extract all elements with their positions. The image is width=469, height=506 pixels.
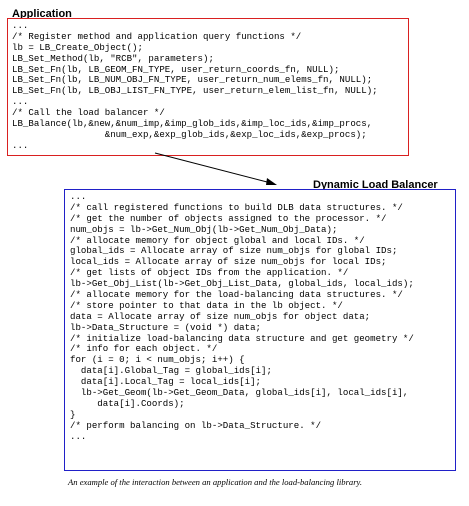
code-line: /* allocate memory for object global and… [70, 234, 365, 246]
application-code: .../* Register method and application qu… [12, 20, 378, 152]
code-line: /* allocate memory for the load-balancin… [70, 289, 403, 301]
code-line: lb = LB_Create_Object(); [12, 41, 143, 53]
code-line: lb->Get_Obj_List(lb->Get_Obj_List_Data, … [70, 278, 414, 290]
code-line: /* get lists of object IDs from the appl… [70, 267, 349, 279]
code-line: global_ids = Allocate array of size num_… [70, 245, 398, 257]
code-line: data[i].Local_Tag = local_ids[i]; [70, 376, 261, 388]
code-line: num_objs = lb->Get_Num_Obj(lb->Get_Num_O… [70, 223, 338, 235]
code-line: /* Call the load balancer */ [12, 107, 165, 119]
code-line: LB_Set_Fn(lb, LB_NUM_OBJ_FN_TYPE, user_r… [12, 74, 373, 86]
code-line: lb->Data_Structure = (void *) data; [70, 321, 261, 333]
arrow-head [266, 178, 277, 185]
code-line: ... [12, 20, 29, 31]
application-title: Application [12, 8, 72, 20]
code-line: } [70, 408, 76, 420]
code-line: data[i].Coords); [70, 397, 185, 409]
code-line: for (i = 0; i < num_objs; i++) { [70, 354, 245, 366]
code-line: /* store pointer to that data in the lb … [70, 299, 343, 311]
code-line: /* initialize load-balancing data struct… [70, 332, 414, 344]
code-line: /* info for each object. */ [70, 343, 218, 355]
code-line: /* get the number of objects assigned to… [70, 212, 387, 224]
figure-caption: An example of the interaction between an… [68, 477, 363, 487]
code-line: data[i].Global_Tag = global_ids[i]; [70, 365, 272, 377]
code-line: ... [70, 430, 87, 442]
load-balancer-title: Dynamic Load Balancer [313, 179, 438, 191]
code-line: ... [12, 96, 29, 108]
load-balancer-code: .../* call registered functions to build… [70, 191, 414, 442]
code-line: /* Register method and application query… [12, 30, 302, 42]
code-line: data = Allocate array of size num_objs f… [70, 310, 371, 322]
code-line: &num_exp,&exp_glob_ids,&exp_loc_ids,&exp… [12, 128, 367, 140]
code-line: LB_Set_Method(lb, "RCB", parameters); [12, 52, 214, 64]
load-balancer-box: .../* call registered functions to build… [64, 189, 456, 471]
code-line: ... [12, 139, 29, 151]
code-line: local_ids = Allocate array of size num_o… [70, 256, 387, 268]
code-line: LB_Set_Fn(lb, LB_OBJ_LIST_FN_TYPE, user_… [12, 85, 378, 97]
code-line: /* call registered functions to build DL… [70, 201, 403, 213]
arrow-shaft [154, 152, 272, 184]
code-line: LB_Balance(lb,&new,&num_imp,&imp_glob_id… [12, 118, 373, 130]
code-line: lb->Get_Geom(lb->Get_Geom_Data, global_i… [70, 387, 409, 399]
code-line: LB_Set_Fn(lb, LB_GEOM_FN_TYPE, user_retu… [12, 63, 340, 75]
code-line: ... [70, 191, 87, 202]
application-box: .../* Register method and application qu… [7, 18, 409, 156]
code-line: /* perform balancing on lb->Data_Structu… [70, 419, 322, 431]
